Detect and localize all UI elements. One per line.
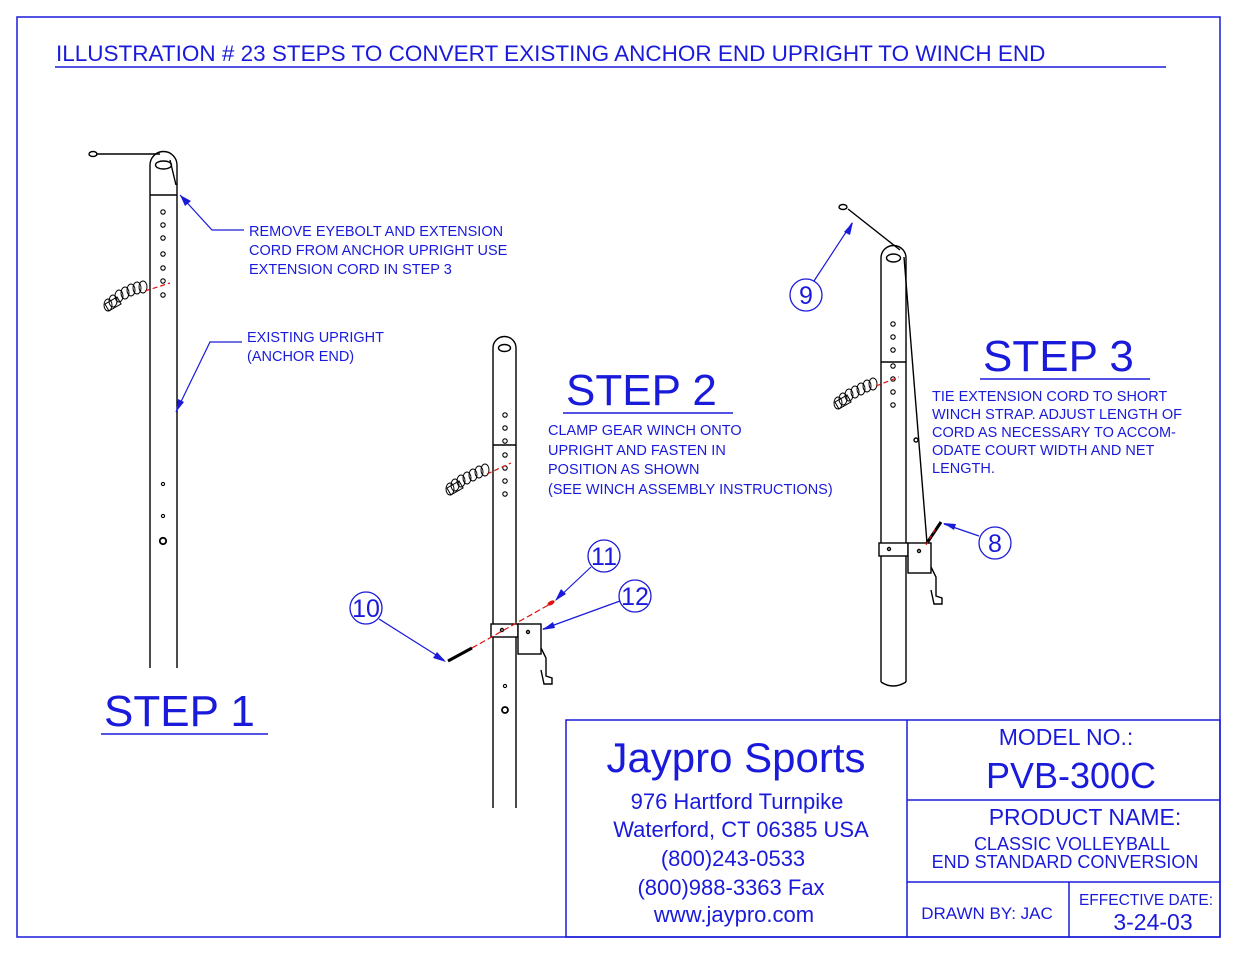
company-address1: 976 Hartford Turnpike xyxy=(631,789,844,814)
step3-pin-line xyxy=(875,376,900,387)
product-name-line2: END STANDARD CONVERSION xyxy=(932,852,1199,872)
callout-10-leader xyxy=(378,618,445,661)
company-name: Jaypro Sports xyxy=(606,734,865,781)
arrowhead xyxy=(943,523,956,530)
step2-pin-line xyxy=(486,462,512,475)
step1-heading: STEP 1 xyxy=(104,687,255,736)
step3-heading: STEP 3 xyxy=(983,332,1134,381)
product-label: PRODUCT NAME: xyxy=(989,804,1182,830)
arrowhead xyxy=(542,622,555,630)
step2-heading: STEP 2 xyxy=(566,366,717,415)
callout-10 xyxy=(349,591,383,625)
callout-12 xyxy=(618,579,652,613)
step1-leaders xyxy=(175,194,244,413)
callout-12-leader xyxy=(542,600,621,630)
step1-upright xyxy=(88,150,178,668)
arrowhead xyxy=(176,399,184,412)
model-label: MODEL NO.: xyxy=(999,724,1134,750)
step2-upright xyxy=(445,335,553,808)
arrowhead xyxy=(180,195,191,206)
callout-8 xyxy=(978,526,1012,560)
drawn-by: DRAWN BY: JAC xyxy=(921,904,1053,923)
step2-bolt-line xyxy=(471,602,553,649)
step1-note-upright: EXISTING UPRIGHT (ANCHOR END) xyxy=(247,330,388,365)
callout-11-label: 11 xyxy=(591,543,617,571)
effective-date: 3-24-03 xyxy=(1113,909,1192,935)
arrowhead xyxy=(844,222,853,235)
callout-9 xyxy=(789,278,823,312)
step3-upright xyxy=(833,203,943,687)
callout-9-label: 9 xyxy=(799,282,813,310)
callout-8-label: 8 xyxy=(988,530,1002,558)
model-number: PVB-300C xyxy=(986,755,1156,796)
step3-note: TIE EXTENSION CORD TO SHORT WINCH STRAP.… xyxy=(932,389,1186,477)
title-block-lines xyxy=(565,719,1221,938)
step1-pin-line xyxy=(144,282,171,292)
product-name-line1: CLASSIC VOLLEYBALL xyxy=(974,834,1170,854)
company-web: www.jaypro.com xyxy=(653,902,814,927)
step2-note: CLAMP GEAR WINCH ONTO UPRIGHT AND FASTEN… xyxy=(548,423,833,498)
callout-12-label: 12 xyxy=(621,583,649,611)
step3-strap-line xyxy=(925,527,937,546)
arrowhead xyxy=(433,652,446,662)
step1-note-eyebolt: REMOVE EYEBOLT AND EXTENSION CORD FROM A… xyxy=(249,224,511,278)
company-address2: Waterford, CT 06385 USA xyxy=(613,817,869,842)
company-fax: (800)988-3363 Fax xyxy=(637,875,824,900)
callout-11 xyxy=(587,539,621,573)
effective-date-label: EFFECTIVE DATE: xyxy=(1079,892,1213,909)
arrowhead xyxy=(555,589,566,601)
callout-10-label: 10 xyxy=(352,595,380,623)
company-phone: (800)243-0533 xyxy=(661,846,805,871)
washer-11 xyxy=(547,600,555,606)
page-title: ILLUSTRATION # 23 STEPS TO CONVERT EXIST… xyxy=(56,41,1045,66)
